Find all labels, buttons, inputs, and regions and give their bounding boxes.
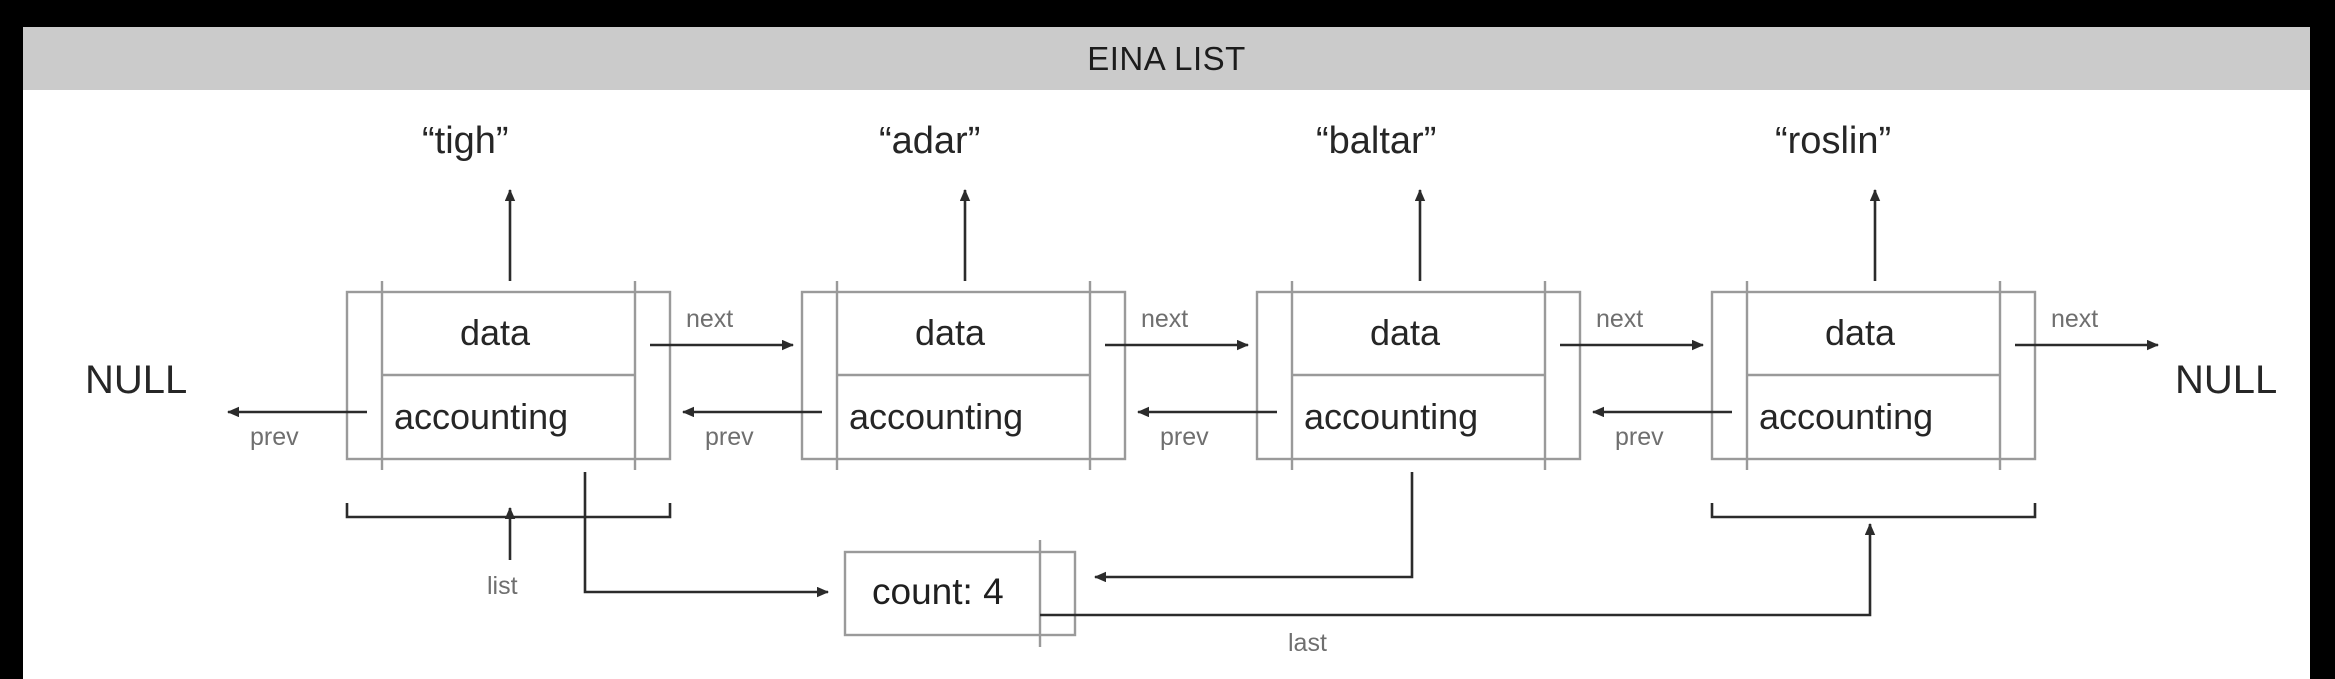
list-pointer-path: [345, 472, 829, 598]
next-label-3: next: [1596, 305, 1644, 333]
node-1-value-label: “tigh”: [422, 120, 509, 162]
count-incoming-from-node3: [1094, 472, 1414, 583]
node-2-data-cell: data: [915, 312, 986, 353]
node-boxes: [345, 281, 2037, 647]
node-4-accounting-cell: accounting: [1759, 396, 1934, 437]
data-pointer-arrows: [504, 189, 1881, 281]
node-3-accounting-cell: accounting: [1304, 396, 1479, 437]
node-2-value-label: “adar”: [879, 120, 981, 162]
node-1-data-cell: data: [460, 312, 531, 353]
next-label-4: next: [2051, 305, 2099, 333]
node-3-data-cell: data: [1370, 312, 1441, 353]
next-label-2: next: [1141, 305, 1189, 333]
last-pointer-label: last: [1288, 629, 1327, 657]
diagram-title-bar: EINA LIST: [23, 27, 2310, 90]
next-label-1: next: [686, 305, 734, 333]
node-3-value-label: “baltar”: [1316, 120, 1437, 162]
prev-label-1: prev: [250, 423, 299, 451]
last-pointer-path: [1040, 503, 2037, 617]
right-null-terminator: NULL: [2175, 358, 2278, 402]
node-2-accounting-cell: accounting: [849, 396, 1024, 437]
diagram-vector-layer: [227, 189, 2159, 647]
prev-label-3: prev: [1160, 423, 1209, 451]
page-title: EINA LIST: [1087, 39, 1246, 77]
node-4-data-cell: data: [1825, 312, 1896, 353]
diagram-sheet: EINA LIST: [23, 27, 2310, 679]
prev-label-2: prev: [705, 423, 754, 451]
prev-label-4: prev: [1615, 423, 1664, 451]
left-null-terminator: NULL: [85, 358, 188, 402]
node-4-value-label: “roslin”: [1775, 120, 1892, 162]
node-1-accounting-cell: accounting: [394, 396, 569, 437]
count-value: count: 4: [872, 571, 1004, 612]
diagram-canvas: NULL NULL “tigh” “adar” “baltar” “roslin…: [23, 90, 2310, 679]
list-pointer-label: list: [487, 572, 518, 600]
